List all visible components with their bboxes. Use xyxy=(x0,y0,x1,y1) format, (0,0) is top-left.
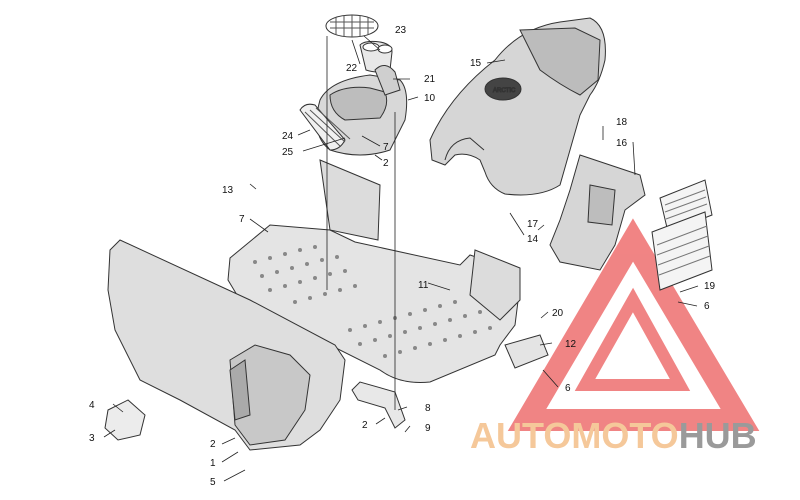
cup-holder-insert xyxy=(359,40,393,73)
floor-pan xyxy=(227,159,521,383)
callout-labels: 23 22 21 10 24 25 7 2 15 18 16 13 7 17 1… xyxy=(89,25,716,488)
callout-24: 24 xyxy=(282,131,294,142)
watermark-word-auto: AUTO xyxy=(470,415,571,456)
callout-7-top: 7 xyxy=(383,142,389,153)
callout-6-center: 6 xyxy=(565,383,571,394)
callout-3: 3 xyxy=(89,433,95,444)
watermark-word-hub: HUB xyxy=(679,415,757,456)
callout-14: 14 xyxy=(527,234,539,245)
callout-15: 15 xyxy=(470,58,482,69)
strap-bracket xyxy=(351,381,406,429)
watermark-wordmark: AUTOMOTOHUB xyxy=(470,415,757,456)
callout-4: 4 xyxy=(89,400,95,411)
callout-21: 21 xyxy=(424,74,436,85)
watermark-logo xyxy=(507,218,760,431)
callout-1: 1 xyxy=(210,458,216,469)
callout-11: 11 xyxy=(418,280,429,291)
small-bracket xyxy=(504,334,549,369)
screen-panel xyxy=(651,179,713,291)
logo-outer-triangle xyxy=(507,218,760,431)
callout-10: 10 xyxy=(424,93,436,104)
leader-lines xyxy=(103,35,699,482)
callout-2-bottom: 2 xyxy=(210,439,216,450)
callout-7-left: 7 xyxy=(239,214,245,225)
svg-text:AUTOMOTOHUB: AUTOMOTOHUB xyxy=(470,415,757,456)
callout-20: 20 xyxy=(552,308,564,319)
callout-17: 17 xyxy=(527,219,539,230)
callout-5: 5 xyxy=(210,477,216,488)
callout-23: 23 xyxy=(395,25,407,36)
callout-16: 16 xyxy=(616,138,628,149)
callout-22: 22 xyxy=(346,63,358,74)
side-bracket xyxy=(549,154,646,271)
callout-18: 18 xyxy=(616,117,628,128)
cup-holder-grid xyxy=(325,14,379,38)
callout-2-top: 2 xyxy=(383,158,389,169)
callout-8: 8 xyxy=(425,403,431,414)
svg-text:ARCTIC: ARCTIC xyxy=(493,88,516,94)
callout-25: 25 xyxy=(282,147,294,158)
callout-6-right: 6 xyxy=(704,301,710,312)
watermark-word-moto: MOTO xyxy=(571,415,678,456)
logo-inner-triangle xyxy=(574,287,691,391)
callout-19: 19 xyxy=(704,281,716,292)
center-console xyxy=(299,65,408,156)
rear-body-cover: ARCTIC xyxy=(429,17,606,196)
mount-plate xyxy=(104,399,146,441)
callout-9: 9 xyxy=(425,423,431,434)
front-side-panel xyxy=(107,239,346,451)
callout-12: 12 xyxy=(565,339,577,350)
callout-13: 13 xyxy=(222,185,234,196)
callout-2-center: 2 xyxy=(362,420,368,431)
